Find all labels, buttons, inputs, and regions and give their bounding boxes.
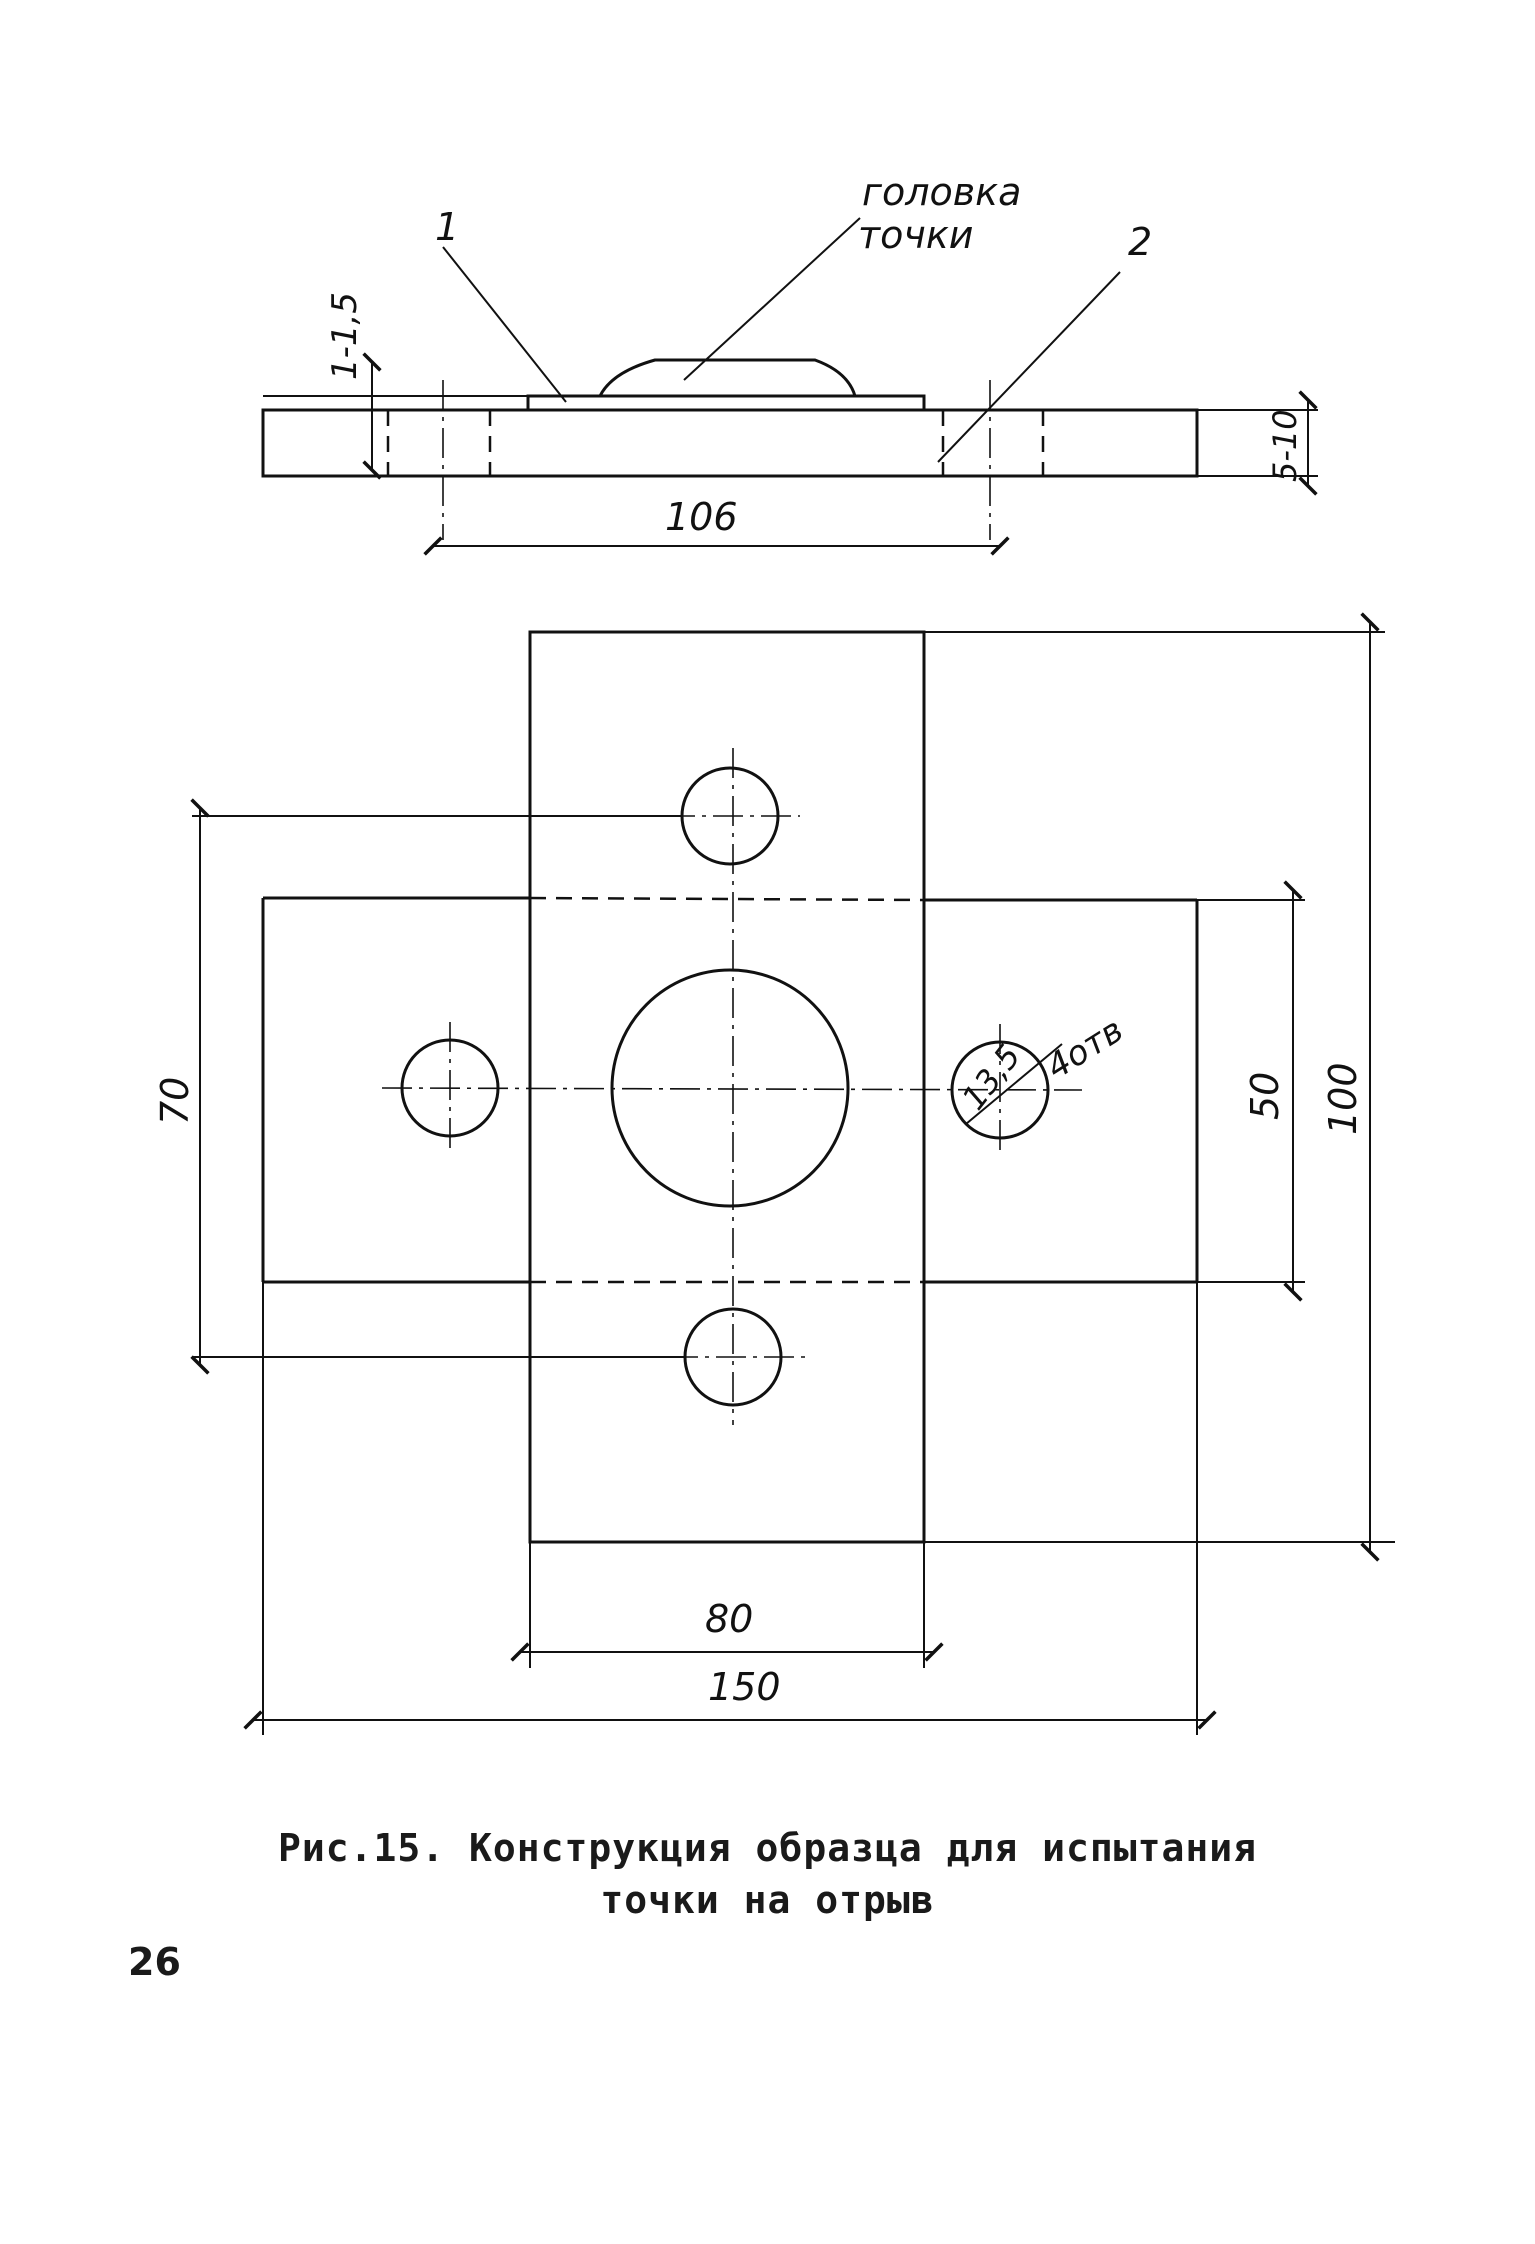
bottom-plate: [261, 408, 1199, 478]
label-part1: 1: [435, 205, 459, 249]
hole-diameter-leader: [965, 1043, 1063, 1125]
figure-caption: Рис.15. Конструкция образца для испытани…: [0, 1822, 1535, 1926]
label-plate-thickness: 5-10: [1266, 409, 1304, 482]
leader-head: [683, 217, 861, 381]
label-part2: 2: [1128, 220, 1152, 264]
weld-head: [598, 358, 857, 397]
page-number: 26: [128, 1940, 181, 1984]
leader-part2: [937, 271, 1121, 463]
leader-part1: [442, 246, 567, 403]
label-hole-diameter: 13,5: [954, 1037, 1028, 1117]
label-dim-70: 70: [153, 1077, 197, 1125]
plan-view: 70 50 100 80 150 13,5 4отв: [153, 612, 1395, 1735]
top-strip: [526, 394, 926, 412]
label-thickness-head: 1-1,5: [325, 292, 365, 380]
side-view: головка точки 1 2 1-1,5 5-10 106: [261, 170, 1318, 556]
vertical-plate: [528, 630, 926, 1544]
caption-line1: Рис.15. Конструкция образца для испытани…: [278, 1826, 1257, 1870]
label-dim-50: 50: [1243, 1072, 1287, 1120]
label-length-106: 106: [665, 495, 738, 539]
label-head-line2: точки: [858, 213, 973, 257]
caption-line2: точки на отрыв: [600, 1878, 935, 1922]
label-dim-100: 100: [1321, 1062, 1365, 1135]
label-hole-count: 4отв: [1040, 1010, 1131, 1088]
hidden-plate-edge: [529, 896, 925, 902]
label-head-line1: головка: [862, 170, 1021, 214]
centerline-horizontal: [381, 1087, 1083, 1091]
label-dim-150: 150: [708, 1665, 781, 1709]
label-dim-80: 80: [705, 1597, 753, 1641]
